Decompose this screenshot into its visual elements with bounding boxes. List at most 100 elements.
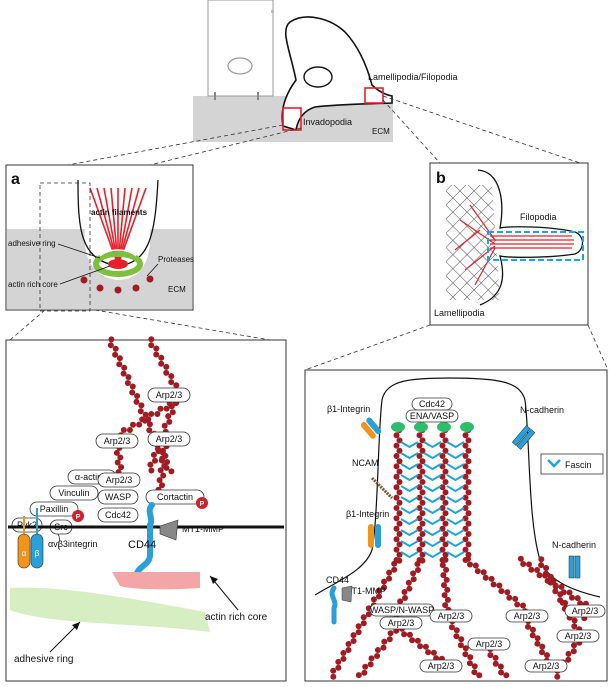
actin-bead [340,655,347,662]
label-lamellipodia: Lamellipodia [434,308,485,318]
actin-bead [153,345,160,352]
actin-bead [430,649,437,656]
actin-bead [386,636,393,643]
actin-bead [165,413,172,420]
actin-bead [116,355,123,362]
actin-bead [538,556,545,563]
actin-bead [442,437,449,444]
fascin-crosslink [400,551,419,559]
protease-dots [80,275,154,294]
actin-bead [465,510,472,517]
detail-a: Arp2/3 Arp2/3 Arp2/3 α-actinin Vinculin … [5,336,287,682]
actin-bead [161,462,168,469]
actin-bead [562,600,569,606]
actin-bead [517,555,524,562]
fascin-crosslink [446,452,465,460]
pill-cdc42-b: Cdc42 [411,397,453,411]
actin-bead [419,437,426,444]
actin-bead [536,572,543,579]
actin-bead [137,408,144,415]
actin-bead [471,663,478,670]
b1-integrin-mid-shape [368,524,381,548]
actin-bead [380,644,387,651]
fascin-crosslink [446,474,465,482]
actin-bead [442,458,449,465]
actin-bead [419,551,426,558]
actin-bead [442,468,449,475]
actin-bead [168,403,175,410]
actin-bead [381,578,387,585]
actin-bead [133,398,140,405]
label-mt1mmp-a: MT1-MMP [182,524,224,534]
svg-text:Cdc42: Cdc42 [105,510,131,520]
actin-bead [148,411,155,417]
actin-bead [415,567,421,573]
label-n-cadherin-top: N-cadherin [520,405,564,415]
actin-bead [557,591,564,598]
actin-bead [554,673,561,680]
actin-bead [113,449,120,456]
pill-wasp: WASP [97,489,139,505]
actin-bead [482,574,489,581]
actin-bead [534,640,541,647]
actin-bead [153,351,160,358]
actin-bead [419,520,426,527]
actin-bead [487,652,494,659]
actin-bead [465,555,471,562]
fascin-crosslink [423,529,442,537]
actin-bead [330,673,337,680]
actin-bead [145,416,152,423]
actin-bead [393,536,400,543]
actin-bead [419,499,426,506]
actin-bead [396,557,403,564]
actin-bead [381,638,388,645]
actin-bead [453,633,460,640]
overview-cell: Lamellipodia/Filopodia Invadopodia ECM [193,0,458,142]
label-lamellipodia-filopodia: Lamellipodia/Filopodia [368,72,458,82]
fascin-crosslink [400,496,419,504]
adhesive-ring-region [10,587,210,632]
actin-bead [367,661,374,668]
actin-bead [443,576,450,583]
actin-bead [465,520,472,527]
actin-bead [396,531,403,537]
svg-text:Arp2/3: Arp2/3 [106,475,133,485]
actin-bead [120,427,127,433]
fascin-crosslink [400,441,419,449]
svg-text:Fascin: Fascin [565,460,592,470]
actin-bead [543,565,550,571]
fascin-crosslink [423,518,442,526]
actin-bead [410,576,417,583]
actin-bead [361,669,368,676]
actin-bead [539,643,546,650]
actin-bead [416,546,423,553]
actin-bead [345,641,352,647]
actin-bead [414,637,421,644]
actin-bead [439,453,446,459]
label-ncam: NCAM [352,458,379,468]
actin-bead [465,499,472,506]
actin-bead [396,499,403,506]
fascin-crosslink [423,551,442,559]
actin-bead [534,567,541,573]
actin-bead [393,484,400,491]
actin-bead [419,557,426,564]
actin-bead [529,632,536,639]
actin-bead [544,652,550,659]
actin-bead [419,468,426,475]
actin-bead [503,672,510,679]
actin-bead [557,597,564,604]
actin-bead [405,579,412,586]
actin-bead [155,448,162,455]
actin-bead [462,546,469,553]
b1-integrin-top-shape [360,417,382,439]
pill-wasp-nwasp: WASP/N-WASP [369,603,435,617]
actin-bead [471,669,478,676]
phospho-badge-cortactin: P [196,497,208,509]
mt1mmp-shape [159,519,179,541]
actin-bead [439,432,446,439]
actin-bead [419,489,426,496]
fascin-crosslink [423,452,442,460]
zoom-region-a [39,182,91,312]
actin-bead [458,636,465,643]
